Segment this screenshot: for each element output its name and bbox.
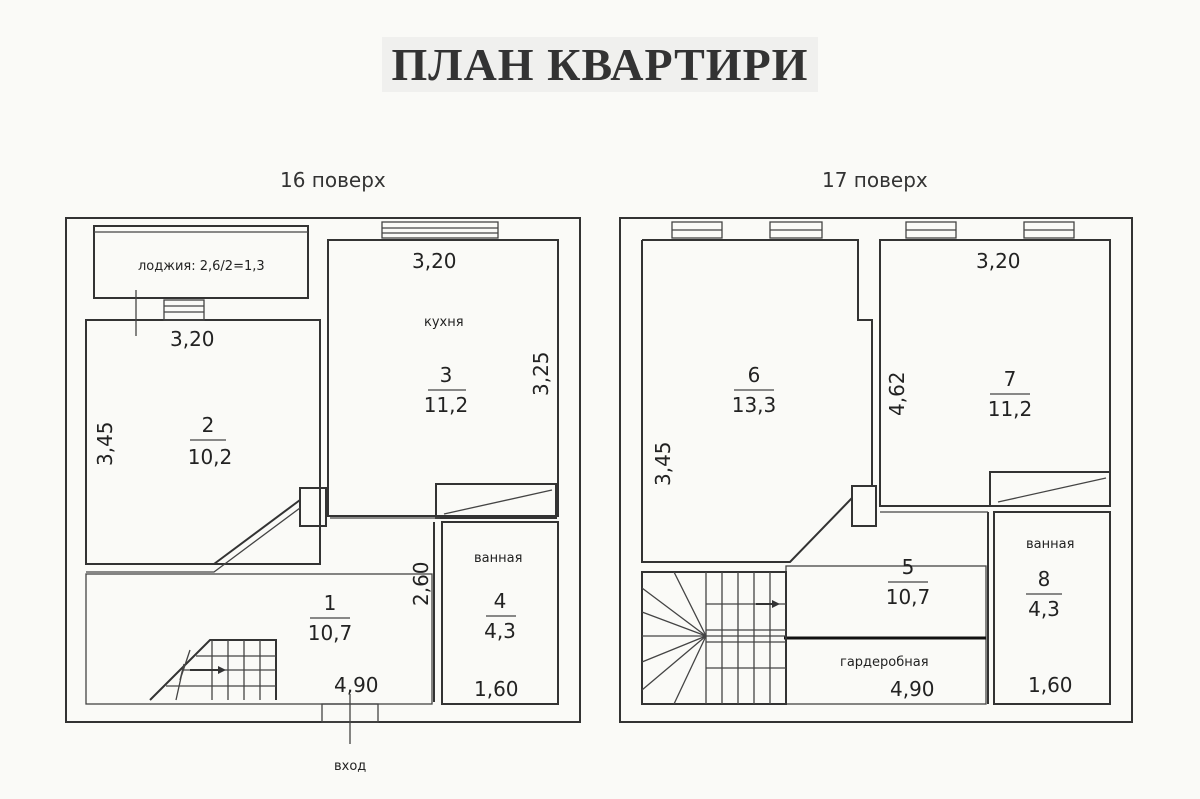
room-6-number: 6	[748, 363, 761, 387]
kitchen-window	[381, 221, 499, 239]
room-2-area: 10,2	[188, 445, 233, 469]
kitchen-counter	[435, 483, 557, 519]
loggia-outline	[93, 225, 309, 299]
dim-room3-side: 3,25	[529, 351, 553, 396]
floor-17-plan: ванная гардеробная 6 13,3 7 11,2 5 10,7 …	[619, 217, 1133, 723]
dim-room2-side: 3,45	[93, 421, 117, 466]
room-5-area: 10,7	[886, 585, 931, 609]
floor-17-outer-wall	[619, 217, 1133, 723]
room-4-number: 4	[494, 589, 507, 613]
room-8-outline	[993, 511, 1111, 705]
bath-label-16: ванная	[474, 551, 522, 566]
floor-17-label: 17 поверх	[822, 168, 928, 192]
dim-hall-bottom-16: 4,90	[334, 673, 379, 697]
room-3-number: 3	[440, 363, 453, 387]
dim-room7-side: 4,62	[885, 371, 909, 416]
column	[299, 487, 327, 527]
room-4-area: 4,3	[484, 619, 516, 643]
room-1-outline	[85, 573, 433, 705]
room-7-number: 7	[1004, 367, 1017, 391]
stairs-16	[149, 639, 277, 701]
dim-room2-top: 3,20	[170, 327, 215, 351]
floor-16-outer-wall	[65, 217, 581, 723]
page-title: ПЛАН КВАРТИРИ	[0, 37, 1200, 92]
shelf	[989, 471, 1111, 507]
entrance-label: вход	[334, 759, 366, 774]
floor-16-plan: лоджия: 2,6/2=1,3 кухня ванная вход 2 10…	[65, 217, 581, 774]
stairs-17	[641, 571, 787, 705]
room-2-number: 2	[202, 413, 215, 437]
room-1-number: 1	[324, 591, 337, 615]
room-6-area: 13,3	[732, 393, 777, 417]
dim-hall-side: 2,60	[409, 561, 433, 606]
dim-bath-bottom-17: 1,60	[1028, 673, 1073, 697]
bath-label-17: ванная	[1026, 537, 1074, 552]
loggia-label: лоджия: 2,6/2=1,3	[138, 259, 265, 274]
room-8-number: 8	[1038, 567, 1051, 591]
dim-bath-bottom-16: 1,60	[474, 677, 519, 701]
kitchen-label: кухня	[424, 315, 464, 330]
room-7-area: 11,2	[988, 397, 1033, 421]
dim-room6-side: 3,45	[651, 441, 675, 486]
wardrobe-label: гардеробная	[840, 655, 929, 670]
room-3-area: 11,2	[424, 393, 469, 417]
room-8-area: 4,3	[1028, 597, 1060, 621]
room-4-outline	[441, 521, 559, 705]
dim-hall-bottom-17: 4,90	[890, 677, 935, 701]
dim-room7-top: 3,20	[976, 249, 1021, 273]
room-3-outline	[327, 239, 559, 517]
room-1-area: 10,7	[308, 621, 353, 645]
room-5-number: 5	[902, 555, 915, 579]
room-2-window	[163, 299, 205, 321]
dim-room3-top: 3,20	[412, 249, 457, 273]
column-17	[851, 485, 877, 527]
floor-16-label: 16 поверх	[280, 168, 386, 192]
